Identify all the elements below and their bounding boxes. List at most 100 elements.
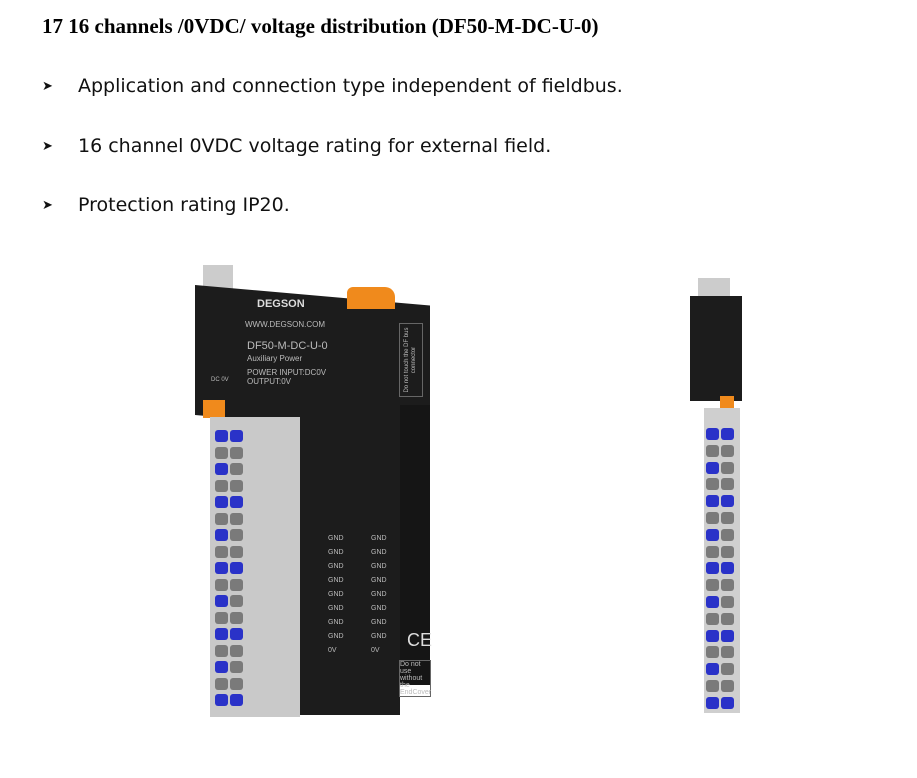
terminal-slot <box>706 663 719 676</box>
website-label: WWW.DEGSON.COM <box>245 320 325 329</box>
terminal-slot <box>230 545 243 558</box>
bus-connector-warning: Do not touch the DF bus connector <box>404 327 417 393</box>
output-label: OUTPUT:0V <box>247 377 292 386</box>
terminal-slot <box>721 428 734 440</box>
terminal-slot <box>215 661 228 673</box>
power-input-label: POWER INPUT:DC0V <box>247 368 327 377</box>
terminal-slot <box>706 461 719 474</box>
terminal-slot <box>721 696 734 709</box>
terminal-slot <box>706 579 719 592</box>
terminal-slot <box>721 562 734 575</box>
terminal-slot <box>230 644 243 657</box>
terminal-slot <box>706 596 719 608</box>
led-label: DC 0V <box>211 377 229 383</box>
terminal-slot <box>230 694 243 706</box>
terminal-slot <box>230 578 243 591</box>
arrowhead-bullet-icon: ➤ <box>42 78 53 94</box>
terminal-slot <box>706 629 719 642</box>
section-title: 17 16 channels /0VDC/ voltage distributi… <box>42 14 599 38</box>
bullet-text: Protection rating IP20. <box>78 194 290 216</box>
pin-label: GND <box>328 535 344 542</box>
pin-label: GND <box>371 633 387 640</box>
pin-label: GND <box>371 605 387 612</box>
terminal-slot <box>230 463 243 475</box>
pin-label: GND <box>328 577 344 584</box>
pin-label: GND <box>328 549 344 556</box>
terminal-slot <box>230 446 243 459</box>
terminal-slot <box>215 611 228 624</box>
terminal-slot <box>706 612 719 625</box>
product-image-front: DEGSON WWW.DEGSON.COM DF50-M-DC-U-0 Auxi… <box>195 265 435 725</box>
pin-label: GND <box>328 563 344 570</box>
terminal-slot <box>706 545 719 558</box>
pin-label: GND <box>371 535 387 542</box>
arrowhead-bullet-icon: ➤ <box>42 138 53 154</box>
terminal-slot <box>721 495 734 508</box>
terminal-slot <box>230 512 243 525</box>
terminal-slot <box>721 478 734 491</box>
terminal-slot <box>721 461 734 474</box>
brand-logo-text: DEGSON <box>257 298 305 310</box>
terminal-slot <box>230 661 243 673</box>
terminal-slot <box>706 562 719 575</box>
terminal-slot <box>215 446 228 459</box>
terminal-slot <box>230 595 243 607</box>
terminal-slot <box>706 696 719 709</box>
terminal-slot <box>706 428 719 440</box>
terminal-slot <box>706 680 719 692</box>
terminal-slot <box>721 663 734 676</box>
terminal-slot <box>215 644 228 657</box>
terminal-slot <box>215 496 228 508</box>
ce-mark: CE <box>407 630 433 650</box>
terminal-slot <box>721 612 734 625</box>
terminal-slot <box>706 495 719 508</box>
terminal-slot <box>230 677 243 690</box>
bullet-text: 16 channel 0VDC voltage rating for exter… <box>78 135 552 157</box>
terminal-slot <box>706 528 719 541</box>
terminal-slot <box>215 578 228 591</box>
pin-label: GND <box>371 549 387 556</box>
pin-label: GND <box>371 577 387 584</box>
terminal-slot <box>721 528 734 541</box>
terminal-slot <box>215 463 228 475</box>
terminal-slot <box>215 628 228 640</box>
pin-label: GND <box>328 605 344 612</box>
terminal-slot <box>215 529 228 541</box>
terminal-slot <box>215 677 228 690</box>
terminal-slot <box>706 512 719 524</box>
pin-label: GND <box>328 633 344 640</box>
product-image-side <box>690 278 746 718</box>
terminal-slot <box>230 628 243 640</box>
terminal-slot <box>230 496 243 508</box>
terminal-slot <box>721 512 734 524</box>
terminal-slot <box>721 680 734 692</box>
pin-label: 0V <box>371 647 380 654</box>
terminal-slot <box>215 479 228 492</box>
terminal-slot <box>721 629 734 642</box>
bullet-item: ➤ Application and connection type indepen… <box>42 75 623 97</box>
bus-connector-warning-box: Do not touch the DF bus connector <box>399 323 423 397</box>
endcover-note: Do not use without the EndCover <box>399 660 432 697</box>
pin-label: GND <box>371 563 387 570</box>
model-label: DF50-M-DC-U-0 <box>247 340 328 352</box>
terminal-slot <box>215 430 228 442</box>
terminal-slot <box>215 545 228 558</box>
terminal-slot <box>706 444 719 457</box>
pin-label: GND <box>328 619 344 626</box>
terminal-slot <box>706 478 719 491</box>
terminal-slot <box>721 579 734 592</box>
terminal-slot <box>721 545 734 558</box>
terminal-slot <box>215 694 228 706</box>
terminal-slot <box>721 444 734 457</box>
bullet-text: Application and connection type independ… <box>78 75 623 97</box>
terminal-slot <box>215 512 228 525</box>
arrowhead-bullet-icon: ➤ <box>42 197 53 213</box>
terminal-slot <box>721 646 734 659</box>
terminal-slot <box>230 430 243 442</box>
pin-label: GND <box>328 591 344 598</box>
terminal-slot <box>230 611 243 624</box>
subtitle-label: Auxiliary Power <box>247 354 303 363</box>
terminal-slot <box>706 646 719 659</box>
pin-label: 0V <box>328 647 337 654</box>
bullet-item: ➤ 16 channel 0VDC voltage rating for exte… <box>42 135 551 157</box>
